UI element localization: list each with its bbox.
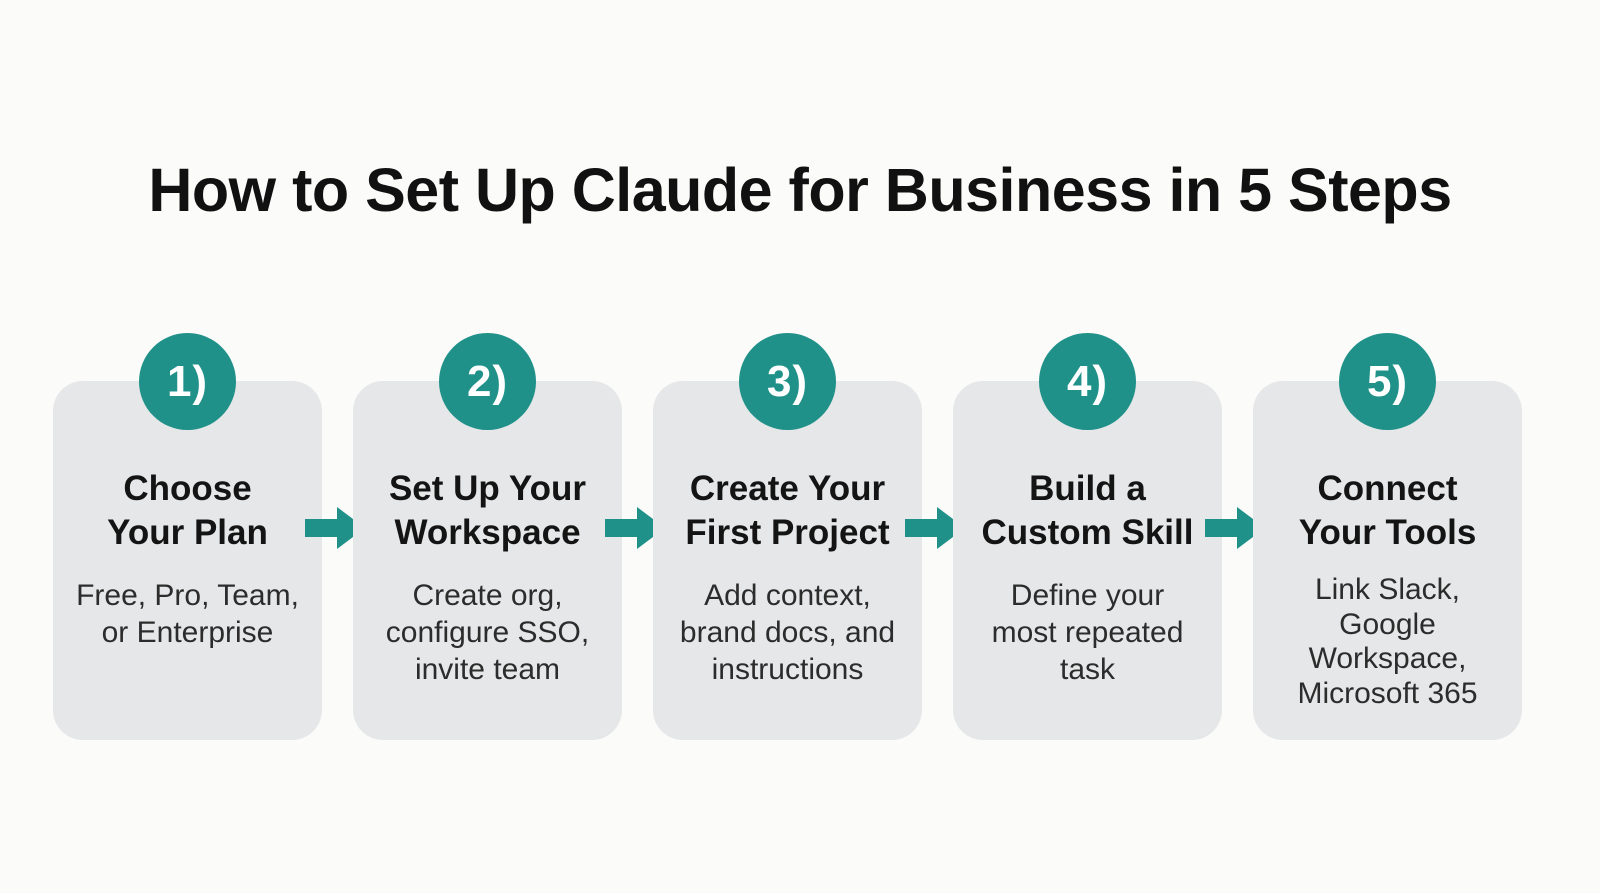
step-description-line: task	[1059, 653, 1116, 686]
step-card	[353, 381, 622, 740]
step-heading: Build a Custom Skill	[953, 467, 1222, 555]
step-description: Free, Pro, Team, or Enterprise	[53, 577, 322, 651]
step-5: 5) Connect Your Tools Link Slack, Google…	[1253, 333, 1522, 740]
step-number-badge: 2)	[439, 333, 536, 430]
step-3: 3) Create Your First Project Add context…	[653, 333, 922, 740]
step-4: 4) Build a Custom Skill Define your most…	[953, 333, 1222, 740]
step-1: 1) Choose Your Plan Free, Pro, Team, or …	[53, 333, 322, 740]
step-heading-line: Your Tools	[1298, 513, 1477, 552]
step-description-line: Free, Pro, Team,	[76, 579, 299, 612]
page-title: How to Set Up Claude for Business in 5 S…	[148, 156, 1452, 224]
step-description-line: Define your	[1010, 579, 1165, 612]
step-description: Link Slack, Google Workspace, Microsoft …	[1253, 573, 1522, 711]
step-heading-line: Your Plan	[107, 513, 268, 552]
step-description-line: configure SSO,	[385, 616, 590, 649]
step-description-line: instructions	[711, 653, 864, 686]
step-description: Define your most repeated task	[953, 577, 1222, 688]
arrow-right-icon	[1205, 507, 1265, 549]
step-heading-line: Custom Skill	[981, 513, 1194, 552]
step-card	[1253, 381, 1522, 740]
step-2: 2) Set Up Your Workspace Create org, con…	[353, 333, 622, 740]
step-description-line: Create org,	[412, 579, 563, 612]
step-description-line: Link Slack,	[1314, 573, 1461, 606]
step-description-line: or Enterprise	[101, 616, 274, 649]
step-heading-line: Build a	[1029, 469, 1146, 508]
step-number-badge: 5)	[1339, 333, 1436, 430]
step-description-line: Microsoft 365	[1297, 676, 1478, 710]
step-heading-line: Workspace	[394, 513, 581, 552]
step-description-line: Add context,	[704, 579, 871, 612]
step-description-line: Workspace,	[1308, 642, 1467, 675]
step-heading-line: Connect	[1317, 469, 1458, 508]
step-description: Create org, configure SSO, invite team	[353, 577, 622, 688]
step-heading-line: First Project	[685, 513, 890, 552]
step-description-line: invite team	[414, 653, 561, 686]
step-number-badge: 4)	[1039, 333, 1136, 430]
arrow-right-icon	[605, 507, 665, 549]
step-description: Add context, brand docs, and instruction…	[653, 577, 922, 688]
step-heading: Choose Your Plan	[53, 467, 322, 555]
step-heading: Create Your First Project	[653, 467, 922, 555]
step-heading-line: Set Up Your	[388, 469, 587, 508]
step-card	[953, 381, 1222, 740]
step-number-badge: 3)	[739, 333, 836, 430]
step-heading-line: Choose	[123, 469, 252, 508]
step-heading-line: Create Your	[689, 469, 886, 508]
arrow-right-icon	[305, 507, 365, 549]
step-card	[653, 381, 922, 740]
step-number-badge: 1)	[139, 333, 236, 430]
step-description-line: Google	[1339, 607, 1436, 641]
step-heading: Set Up Your Workspace	[353, 467, 622, 555]
step-description-line: brand docs, and	[679, 616, 896, 649]
arrow-right-icon	[905, 507, 965, 549]
step-heading: Connect Your Tools	[1253, 467, 1522, 555]
step-description-line: most repeated	[991, 616, 1184, 649]
step-card	[53, 381, 322, 740]
